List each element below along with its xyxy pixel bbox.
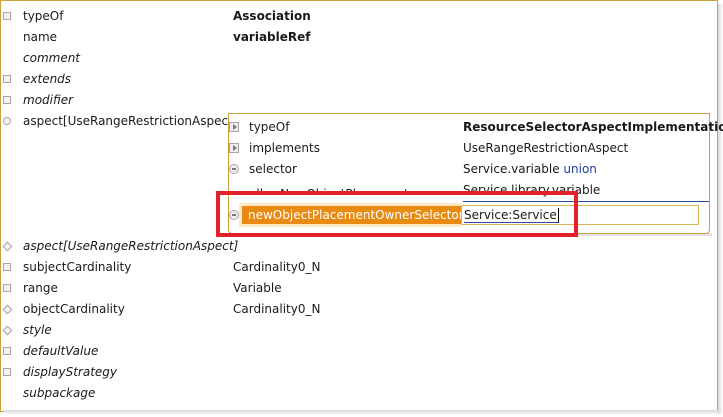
selector-part-1[interactable]: Service.variable xyxy=(463,162,560,176)
outer_rows-row[interactable]: comment xyxy=(0,48,718,69)
square-bullet-icon[interactable] xyxy=(3,263,11,271)
lower_rows-row[interactable]: aspect[UseRangeRestrictionAspect] xyxy=(0,236,718,257)
panel-row-hidden: allowNewObjectPlacement true xyxy=(249,184,409,192)
property-label: range xyxy=(23,281,58,295)
lower_rows-row[interactable]: subpackage xyxy=(0,383,718,404)
annotation-highlight-box xyxy=(216,191,578,237)
property-label: extends xyxy=(23,72,72,86)
selected-property-input[interactable]: Service:Service xyxy=(461,205,699,225)
outer_rows-row[interactable]: name variableRef xyxy=(0,27,718,48)
square-bullet-icon[interactable] xyxy=(3,284,11,292)
diamond-bullet-icon[interactable] xyxy=(2,241,13,252)
outer_rows-row[interactable]: aspect[UseRangeRestrictionAspect] xyxy=(0,111,718,132)
property-label: comment xyxy=(23,51,81,65)
expand-arrow-icon[interactable] xyxy=(229,122,239,132)
property-value[interactable]: variableRef xyxy=(233,30,311,44)
lower_rows-row[interactable]: displayStrategy xyxy=(0,362,718,383)
property-label: style xyxy=(23,323,52,337)
property-label: subpackage xyxy=(23,386,96,400)
square-bullet-icon[interactable] xyxy=(3,12,11,20)
panel-label-hidden: allowNewObjectPlacement xyxy=(249,187,409,192)
property-label: displayStrategy xyxy=(23,365,118,379)
property-label: modifier xyxy=(23,93,74,107)
square-bullet-icon[interactable] xyxy=(3,96,11,104)
panel-label-typeof: typeOf xyxy=(249,120,290,134)
property-value[interactable]: Cardinality0_N xyxy=(233,302,321,316)
square-bullet-icon[interactable] xyxy=(3,347,11,355)
collapse-circle-icon[interactable] xyxy=(229,164,239,174)
panel-value-typeof[interactable]: ResourceSelectorAspectImplementation xyxy=(463,120,723,134)
panel-value-implements[interactable]: UseRangeRestrictionAspect xyxy=(463,141,629,155)
property-label: aspect[UseRangeRestrictionAspect] xyxy=(23,114,238,128)
round-bullet-icon[interactable] xyxy=(3,117,11,125)
property-value[interactable]: Association xyxy=(233,9,311,23)
frame-shadow-right xyxy=(718,4,723,414)
panel-row-implements[interactable]: implements UseRangeRestrictionAspect xyxy=(229,138,709,159)
property-label: name xyxy=(23,30,58,44)
property-label: subjectCardinality xyxy=(23,260,132,274)
selector-keyword-union: union xyxy=(563,162,597,176)
frame-shadow-bottom xyxy=(4,410,720,415)
square-bullet-icon[interactable] xyxy=(3,75,11,83)
outer_rows-row[interactable]: modifier xyxy=(0,90,718,111)
selected-property-label[interactable]: newObjectPlacementOwnerSelector xyxy=(242,206,470,224)
property-label: defaultValue xyxy=(23,344,99,358)
lower_rows-row[interactable]: style xyxy=(0,320,718,341)
lower_rows-row[interactable]: objectCardinality Cardinality0_N xyxy=(0,299,718,320)
outer_rows-row[interactable]: typeOf Association xyxy=(0,6,718,27)
lower_rows-row[interactable]: subjectCardinality Cardinality0_N xyxy=(0,257,718,278)
diamond-bullet-icon[interactable] xyxy=(2,304,13,315)
property-value[interactable]: Variable xyxy=(233,281,282,295)
collapse-circle-icon[interactable] xyxy=(229,210,239,220)
property-label: objectCardinality xyxy=(23,302,125,316)
panel-label-implements: implements xyxy=(249,141,320,155)
panel-row-selected[interactable]: newObjectPlacementOwnerSelector Service:… xyxy=(229,203,709,227)
panel-label-selector: selector xyxy=(249,162,297,176)
expand-arrow-icon[interactable] xyxy=(229,143,239,153)
outer_rows-row[interactable]: extends xyxy=(0,69,718,90)
selected-property-value[interactable]: Service:Service xyxy=(464,208,559,223)
property-label: typeOf xyxy=(23,9,64,23)
square-bullet-icon[interactable] xyxy=(3,368,11,376)
panel-row-selector[interactable]: selector Service.variable union Service.… xyxy=(229,159,709,202)
property-label: aspect[UseRangeRestrictionAspect] xyxy=(23,239,239,253)
property-value[interactable]: Cardinality0_N xyxy=(233,260,321,274)
lower_rows-row[interactable]: range Variable xyxy=(0,278,718,299)
lower_rows-row[interactable]: defaultValue xyxy=(0,341,718,362)
diamond-bullet-icon[interactable] xyxy=(2,325,13,336)
panel-row-typeof[interactable]: typeOf ResourceSelectorAspectImplementat… xyxy=(229,117,723,138)
